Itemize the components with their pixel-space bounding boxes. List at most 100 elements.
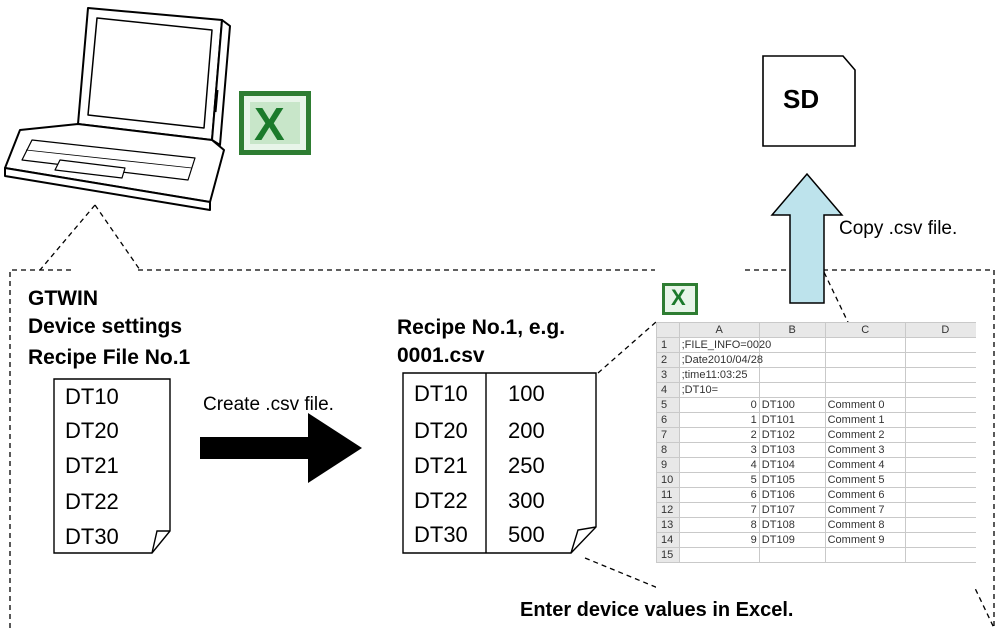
sheet-cell (904, 352, 976, 368)
sheet-cell (904, 547, 976, 563)
sheet-row: 4;DT10= (656, 382, 976, 398)
recipe-title-line2: 0001.csv (397, 344, 485, 367)
sheet-cell: DT101 (758, 412, 826, 428)
sheet-cell: DT104 (758, 457, 826, 473)
sheet-row-number: 15 (656, 547, 680, 563)
sheet-cell (758, 352, 826, 368)
sheet-column-header: C (824, 322, 906, 338)
sheet-row: 2;Date2010/04/28 (656, 352, 976, 368)
sheet-cell: 0 (904, 532, 976, 548)
sheet-row: 3;time11:03:25 (656, 367, 976, 383)
sheet-cell: 0 (678, 397, 760, 413)
sheet-cell: DT103 (758, 442, 826, 458)
recipe-value: 250 (508, 453, 545, 478)
create-arrow (200, 413, 362, 483)
sheet-cell: 1 (678, 412, 760, 428)
sheet-cell: 0 (904, 472, 976, 488)
laptop-callout-right (94, 204, 141, 271)
sheet-cell: Comment 1 (824, 412, 906, 428)
sheet-cell (824, 352, 906, 368)
sheet-column-header: B (758, 322, 826, 338)
sheet-cell: 8 (678, 517, 760, 533)
sheet-cell: 6 (678, 487, 760, 503)
sheet-cell: Comment 0 (824, 397, 906, 413)
sheet-cell: ;Date2010/04/28 (678, 352, 763, 368)
recipe-value: 500 (508, 522, 545, 547)
sheet-cell: 9 (678, 532, 760, 548)
sheet-row: 1;FILE_INFO=0020 (656, 337, 976, 353)
copy-up-arrow (770, 172, 844, 304)
sheet-row-number: 4 (656, 382, 680, 398)
create-label: Create .csv file. (203, 394, 334, 415)
gtwin-title: GTWIN (28, 287, 98, 310)
sheet-cell: ;time11:03:25 (678, 367, 760, 383)
sheet-cell (824, 382, 906, 398)
sheet-cell: 3 (678, 442, 760, 458)
sheet-cell: 0 (904, 442, 976, 458)
sheet-cell: 7 (678, 502, 760, 518)
sheet-cell: 0 (904, 397, 976, 413)
sheet-cell: DT106 (758, 487, 826, 503)
sheet-cell (678, 547, 760, 563)
sheet-cell: 5 (678, 472, 760, 488)
sheet-cell (824, 547, 906, 563)
device-item: DT10 (65, 384, 119, 409)
sheet-cell (758, 367, 826, 383)
sheet-cell: Comment 9 (824, 532, 906, 548)
sheet-cell (904, 367, 976, 383)
sheet-cell: 0 (904, 487, 976, 503)
device-list-document (53, 378, 171, 554)
sheet-cell: DT107 (758, 502, 826, 518)
sheet-cell: Comment 6 (824, 487, 906, 503)
sheet-cell: DT105 (758, 472, 826, 488)
recipe-title-line1: Recipe No.1, e.g. (397, 316, 566, 339)
sheet-cell: Comment 8 (824, 517, 906, 533)
gtwin-device-settings: Device settings (28, 315, 183, 338)
recipe-device: DT10 (414, 381, 468, 406)
sheet-cell: 4 (678, 457, 760, 473)
sheet-header-row: A B C D (656, 322, 976, 338)
recipe-value: 300 (508, 488, 545, 513)
recipe-device: DT21 (414, 453, 468, 478)
sheet-cell: 2 (678, 427, 760, 443)
sheet-cell (904, 337, 976, 353)
sheet-column-header: A (678, 322, 760, 338)
sheet-cell (824, 337, 906, 353)
sd-label: SD (783, 84, 820, 114)
sheet-cell: 0 (904, 427, 976, 443)
excel-caption: Enter device values in Excel. (520, 599, 794, 621)
sheet-cell: Comment 7 (824, 502, 906, 518)
excel-icon-letter-large: X (254, 98, 285, 150)
recipe-device: DT30 (414, 522, 468, 547)
sheet-cell: DT109 (758, 532, 826, 548)
sheet-row-number: 1 (656, 337, 680, 353)
sheet-cell: DT100 (758, 397, 826, 413)
recipe-document (402, 372, 597, 554)
recipe-dogear (570, 526, 597, 554)
excel-icon-large (239, 91, 311, 155)
excel-icon-small (662, 283, 698, 315)
sheet-cell: 0 (904, 517, 976, 533)
excel-icon-letter-small: X (671, 285, 686, 310)
gtwin-recipe-file: Recipe File No.1 (28, 346, 191, 369)
device-item: DT30 (65, 524, 119, 549)
sheet-row-number: 8 (656, 442, 680, 458)
sheet-row-number: 10 (656, 472, 680, 488)
sheet-row-number: 11 (656, 487, 680, 503)
sheet-callout-bottom (584, 557, 659, 589)
sheet-cell: DT108 (758, 517, 826, 533)
recipe-device: DT20 (414, 418, 468, 443)
recipe-value: 100 (508, 381, 545, 406)
recipe-value: 200 (508, 418, 545, 443)
sheet-cell: Comment 3 (824, 442, 906, 458)
